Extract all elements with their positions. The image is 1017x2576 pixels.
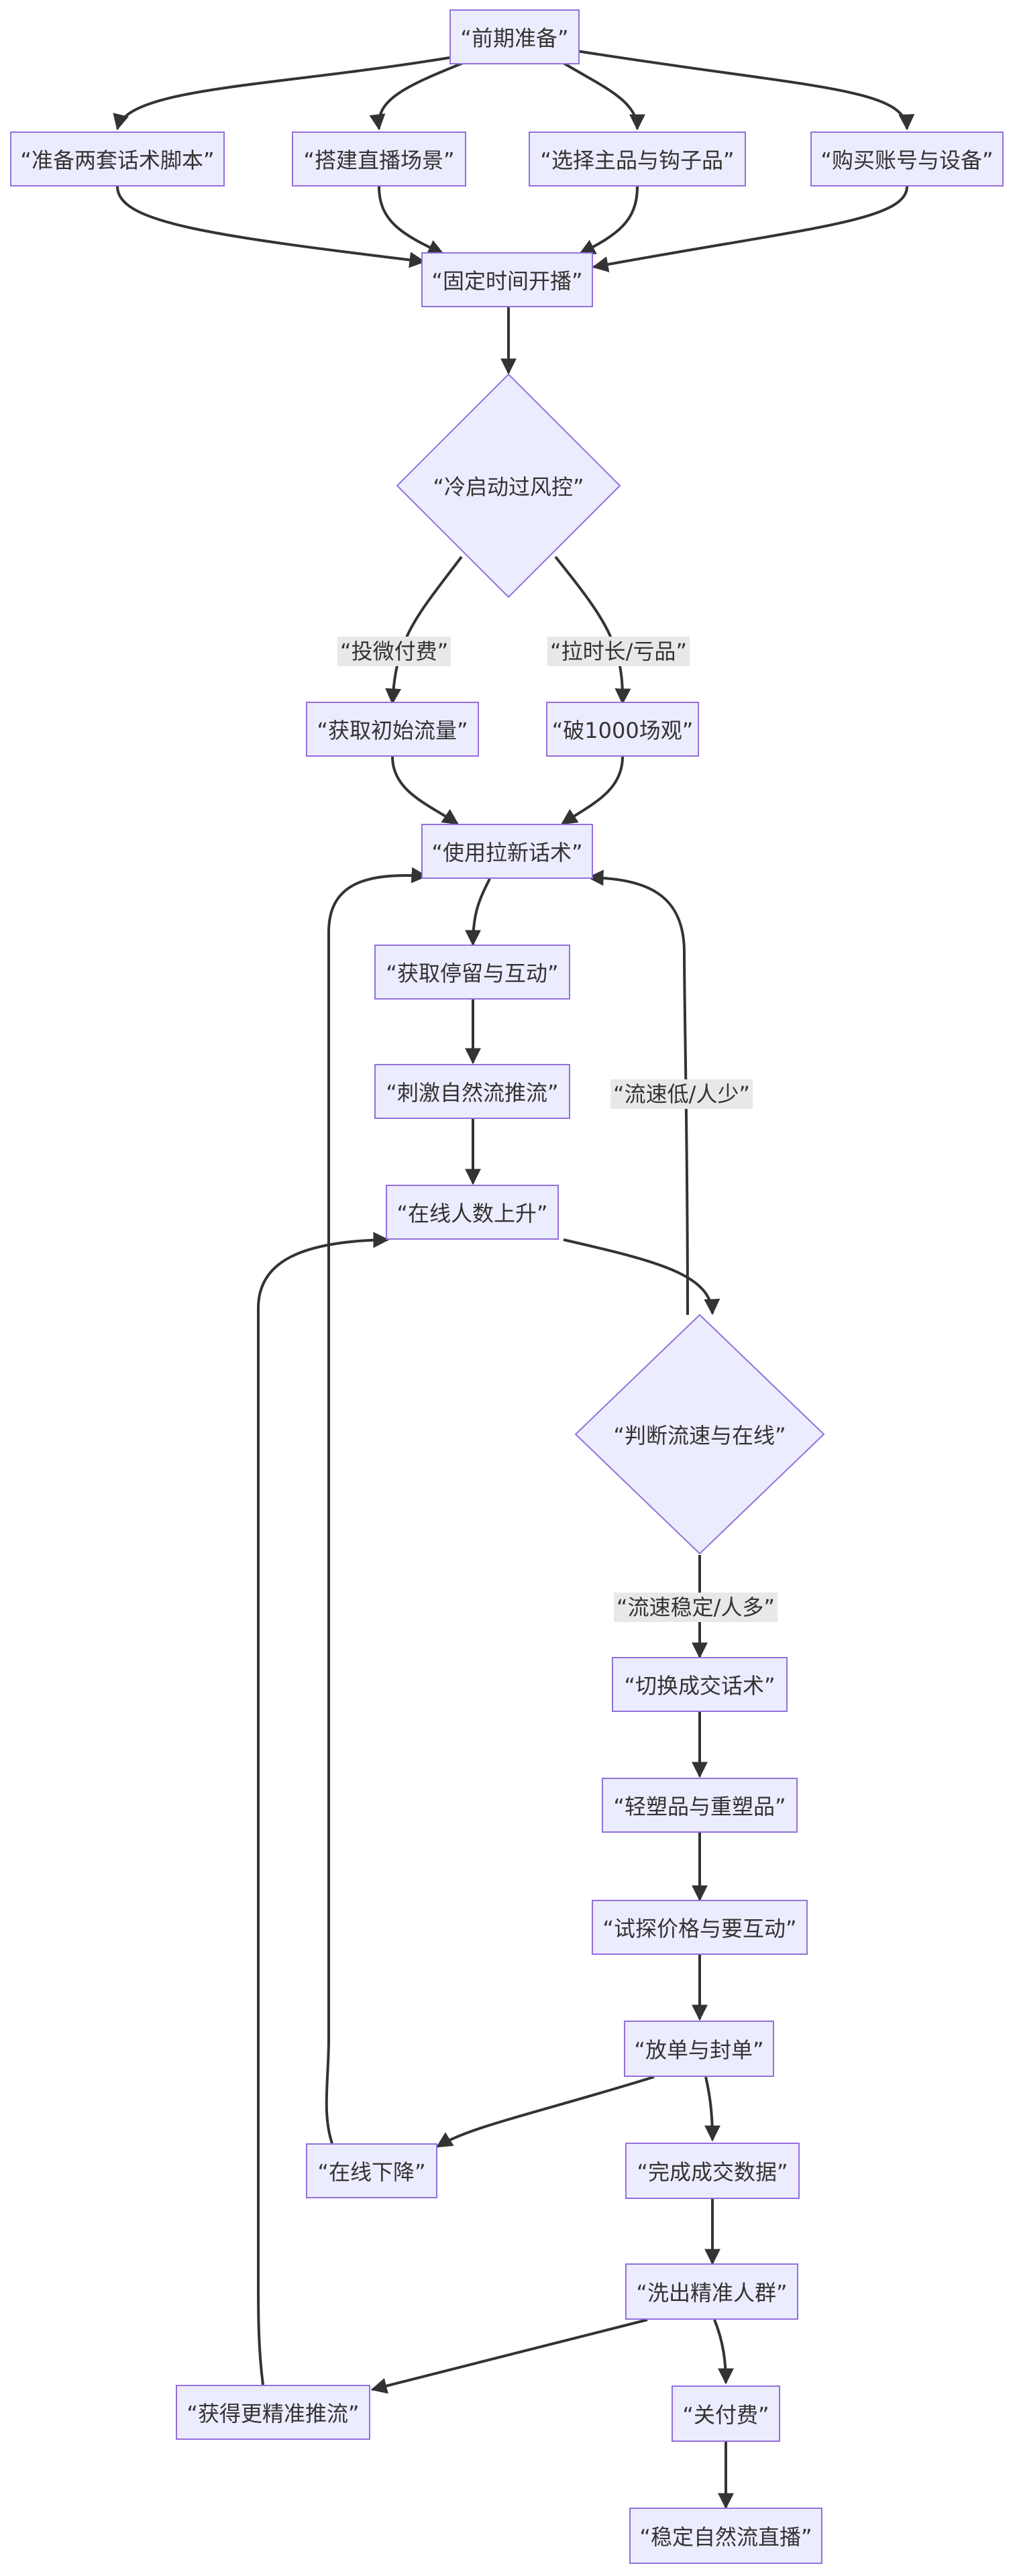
- edge-prep-product: [562, 62, 645, 131]
- node-pay-off[interactable]: “关付费”: [672, 2385, 780, 2442]
- edge-precise-pushn: [370, 2318, 648, 2394]
- edge-down-new: [325, 867, 428, 2144]
- node-online-up[interactable]: “在线人数上升”: [386, 1185, 559, 1240]
- node-test-price[interactable]: “试探价格与要互动”: [592, 1900, 808, 1955]
- node-fixed-time[interactable]: “固定时间开播”: [421, 252, 593, 307]
- node-init-traffic[interactable]: “获取初始流量”: [306, 702, 479, 757]
- node-script[interactable]: “准备两套话术脚本”: [10, 131, 225, 186]
- edge-release-down: [435, 2076, 655, 2148]
- node-judge[interactable]: “判断流速与在线”: [613, 1423, 786, 1448]
- edge-cold-init: [385, 555, 463, 705]
- node-retention[interactable]: “获取停留与互动”: [374, 945, 570, 1000]
- edge-label-paid: “投微付费”: [337, 637, 451, 666]
- node-switch-script[interactable]: “切换成交话术”: [612, 1657, 788, 1712]
- node-precise-push[interactable]: “获得更精准推流”: [176, 2385, 370, 2440]
- node-break-1000[interactable]: “破1000场观”: [546, 702, 699, 757]
- edge-1000-new: [561, 756, 624, 825]
- node-online-down[interactable]: “在线下降”: [306, 2143, 437, 2198]
- edge-scene-fixed: [378, 186, 445, 255]
- node-cold-start[interactable]: “冷启动过风控”: [433, 474, 584, 500]
- node-prep[interactable]: “前期准备”: [449, 9, 580, 64]
- edge-prep-script: [113, 56, 450, 131]
- diamond-cold-start: [396, 373, 621, 598]
- node-precise-crowd[interactable]: “洗出精准人群”: [625, 2263, 798, 2320]
- edge-pushn-online: [257, 1232, 390, 2385]
- edge-account-fixed: [592, 186, 908, 272]
- edge-new-retention: [465, 878, 491, 947]
- node-release-seal[interactable]: “放单与封单”: [624, 2021, 774, 2077]
- diamond-judge: [574, 1313, 825, 1555]
- node-complete-deal[interactable]: “完成成交数据”: [625, 2143, 800, 2199]
- edge-release-complete: [704, 2076, 720, 2142]
- edge-label-low-flow: “流速低/人少”: [610, 1079, 753, 1109]
- edge-prep-account: [576, 50, 915, 131]
- node-account[interactable]: “购买账号与设备”: [810, 131, 1004, 186]
- node-natural-push[interactable]: “刺激自然流推流”: [374, 1064, 570, 1119]
- edge-script-fixed: [116, 186, 426, 268]
- edge-product-fixed: [578, 186, 639, 255]
- node-product[interactable]: “选择主品与钩子品”: [529, 131, 746, 186]
- node-stable-live[interactable]: “稳定自然流直播”: [629, 2508, 822, 2564]
- edge-precise-payoff: [713, 2319, 734, 2385]
- edge-judge-new: [587, 869, 689, 1316]
- edge-online-judge: [563, 1238, 720, 1316]
- node-light-heavy[interactable]: “轻塑品与重塑品”: [602, 1778, 798, 1833]
- edge-label-duration: “拉时长/亏品”: [547, 637, 690, 666]
- edge-label-stable-flow: “流速稳定/人多”: [614, 1593, 778, 1622]
- edge-init-new: [391, 756, 459, 825]
- edge-cold-1000: [554, 555, 631, 705]
- edge-prep-scene: [369, 62, 464, 131]
- node-scene[interactable]: “搭建直播场景”: [292, 131, 466, 186]
- node-new-script[interactable]: “使用拉新话术”: [421, 824, 593, 879]
